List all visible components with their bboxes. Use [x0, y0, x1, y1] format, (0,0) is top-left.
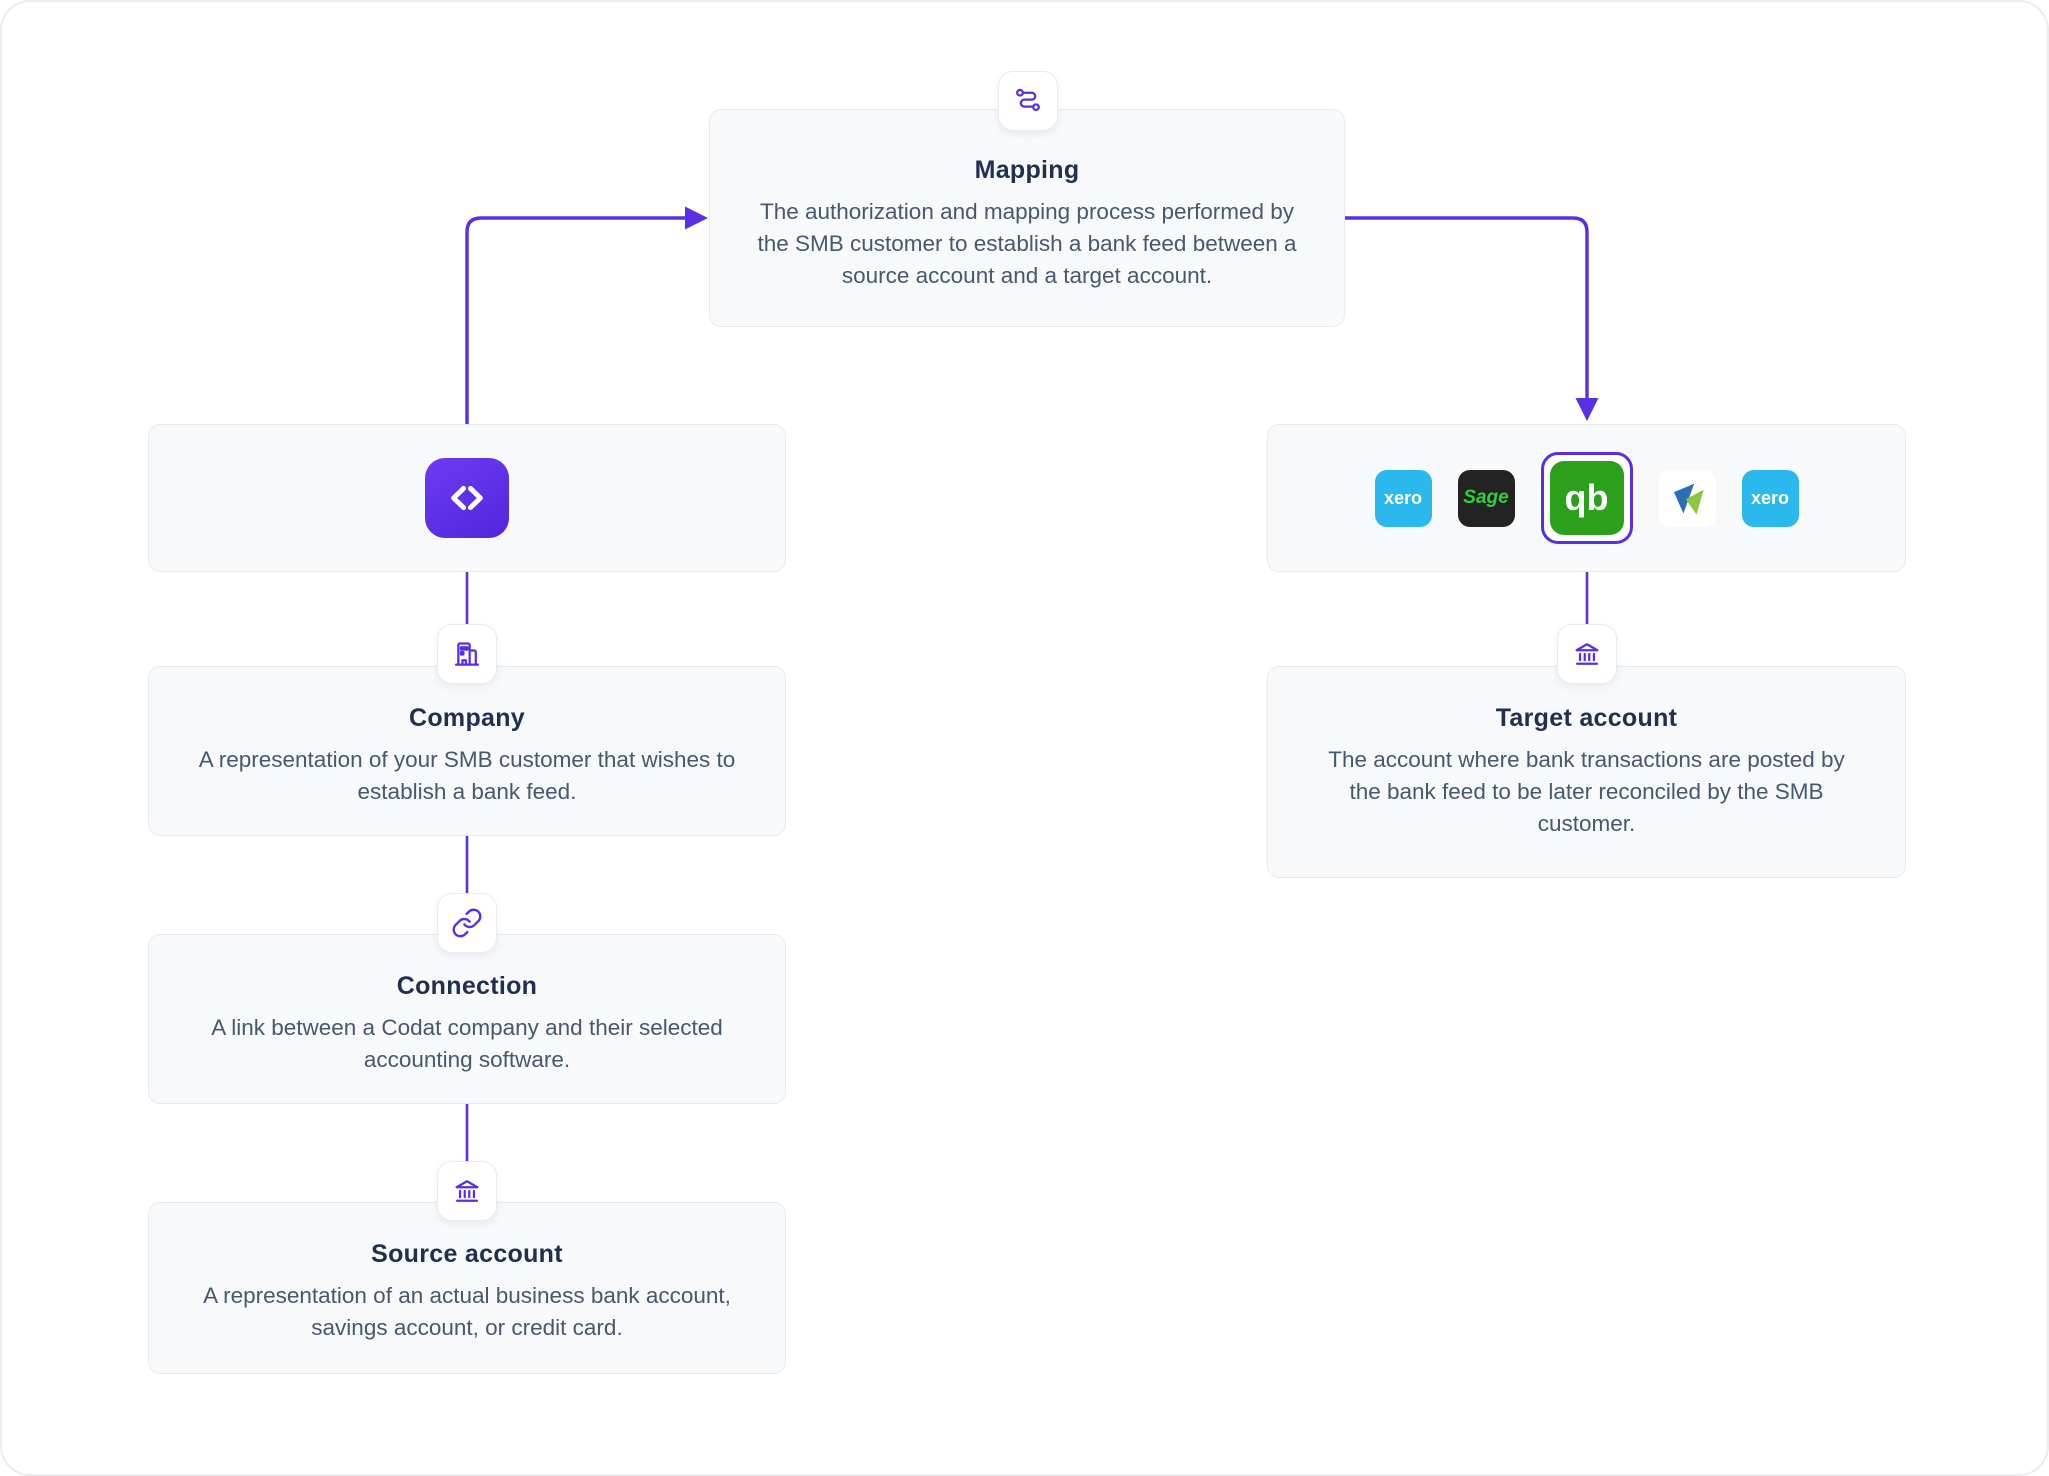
company-icon-tile — [437, 624, 497, 684]
xero-logo: xero — [1374, 469, 1432, 527]
mapping-card: Mapping The authorization and mapping pr… — [709, 109, 1345, 327]
freeagent-logo — [1658, 469, 1716, 527]
building-icon — [454, 642, 480, 666]
freeagent-glyph-icon — [1673, 483, 1704, 515]
arrowhead-down — [1575, 398, 1599, 421]
target-account-title: Target account — [1495, 704, 1678, 732]
xero-logo-2-label: xero — [1750, 487, 1790, 508]
sage-logo-label: Sage — [1463, 487, 1509, 508]
target-account-description: The account where bank transactions are … — [1328, 747, 1845, 836]
sage-logo: Sage — [1457, 469, 1515, 527]
codat-logo-card — [148, 424, 786, 572]
xero-logo-label: xero — [1383, 487, 1423, 508]
mapping-icon-tile — [998, 71, 1058, 131]
arrow-company-to-mapping — [465, 216, 685, 424]
mapping-title: Mapping — [974, 156, 1080, 184]
quickbooks-selected-ring: qb — [1540, 452, 1633, 544]
xero-logo-2: xero — [1741, 469, 1799, 527]
source-account-card: Source account A representation of an ac… — [148, 1202, 786, 1374]
source-account-description: A representation of an actual business b… — [203, 1283, 731, 1340]
codat-chevrons-icon — [451, 485, 483, 511]
arrow-mapping-to-platforms — [1344, 216, 1589, 398]
bank-icon — [455, 1180, 479, 1202]
source-account-icon-tile — [437, 1161, 497, 1221]
connection-title: Connection — [396, 972, 538, 1000]
target-account-icon-tile — [1557, 624, 1617, 684]
mapping-route-icon — [1016, 88, 1040, 112]
company-card: Company A representation of your SMB cus… — [148, 666, 786, 836]
source-account-title: Source account — [371, 1240, 563, 1268]
connection-description: A link between a Codat company and their… — [211, 1015, 723, 1072]
connection-icon-tile — [437, 893, 497, 953]
quickbooks-logo: qb — [1549, 461, 1624, 535]
link-icon — [452, 908, 482, 938]
bank-icon — [1575, 643, 1599, 665]
company-title: Company — [408, 704, 525, 732]
accounting-platforms-card: xero Sage qb xero — [1267, 424, 1906, 572]
company-description: A representation of your SMB customer th… — [198, 747, 736, 804]
connection-card: Connection A link between a Codat compan… — [148, 934, 786, 1104]
codat-logo — [425, 458, 509, 538]
quickbooks-logo-label: qb — [1564, 477, 1609, 518]
mapping-description: The authorization and mapping process pe… — [757, 199, 1297, 288]
target-account-card: Target account The account where bank tr… — [1267, 666, 1906, 878]
arrowhead-right — [685, 206, 708, 230]
